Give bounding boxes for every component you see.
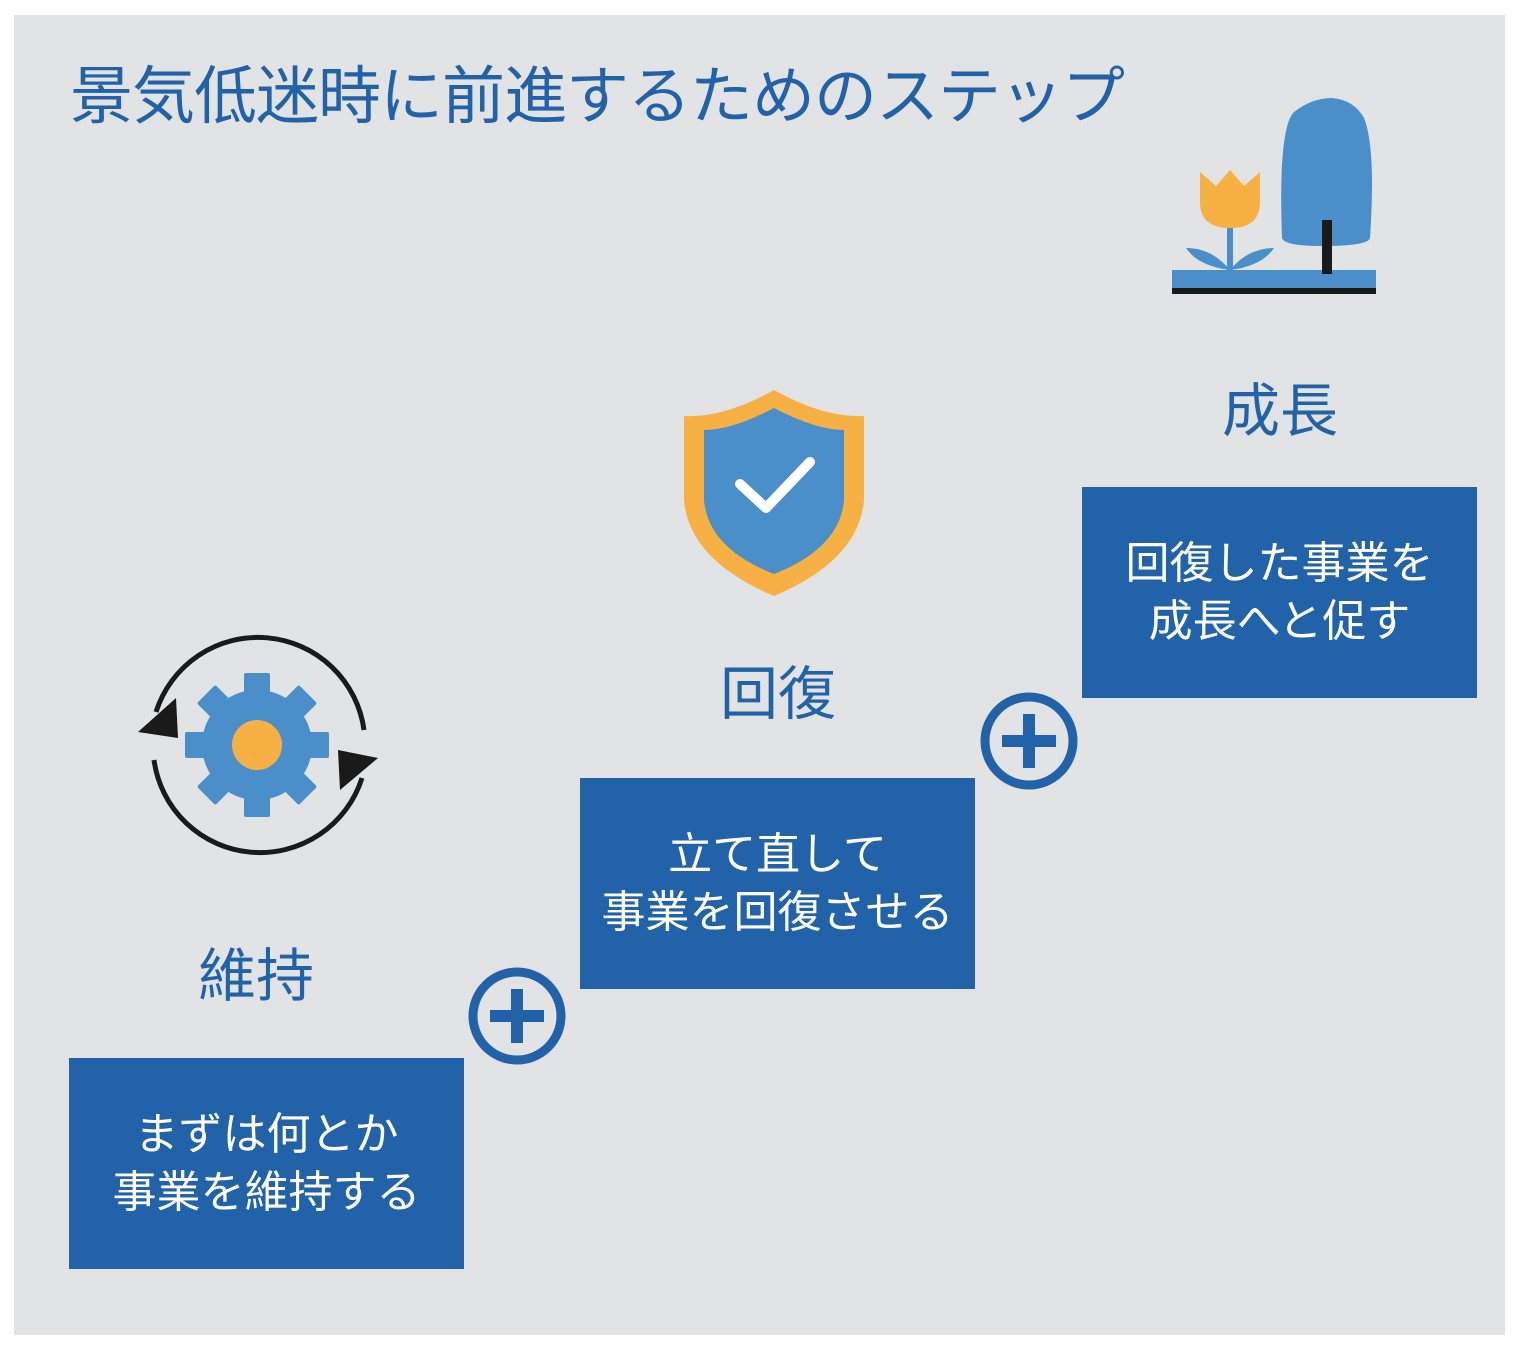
step-desc-line: 事業を回復させる [601, 886, 954, 938]
step-desc-maintain: まずは何とか 事業を維持する [113, 1106, 421, 1222]
step-box-maintain: まずは何とか 事業を維持する [69, 1058, 464, 1269]
gear-cycle-icon [138, 634, 378, 856]
step-desc-line: まずは何とか [134, 1108, 399, 1160]
plus-circle-icon [980, 692, 1078, 790]
step-label-grow: 成長 [1221, 377, 1338, 445]
diagram-title: 景気低迷時に前進するためのステップ [70, 60, 1125, 133]
step-label-recover: 回復 [719, 660, 836, 728]
step-desc-line: 事業を維持する [112, 1166, 421, 1218]
step-desc-line: 成長へと促す [1148, 595, 1411, 647]
step-desc-line: 立て直して [668, 828, 887, 880]
plus-circle-icon [468, 967, 566, 1065]
step-box-grow: 回復した事業を 成長へと促す [1082, 487, 1477, 698]
step-box-recover: 立て直して 事業を回復させる [580, 778, 975, 989]
shield-check-icon [684, 390, 864, 596]
step-desc-grow: 回復した事業を 成長へと促す [1126, 535, 1434, 651]
step-desc-line: 回復した事業を [1125, 537, 1434, 589]
plant-tree-icon [1172, 98, 1376, 294]
step-desc-recover: 立て直して 事業を回復させる [602, 826, 954, 942]
step-label-maintain: 維持 [197, 942, 314, 1010]
